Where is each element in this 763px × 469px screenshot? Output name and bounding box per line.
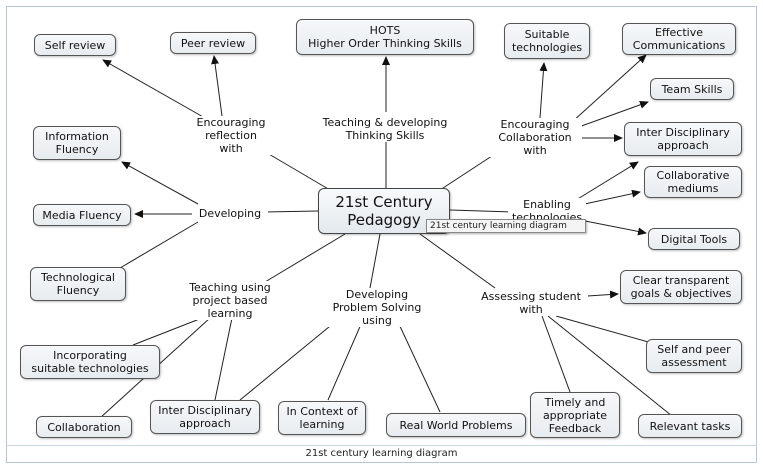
node-collab-mediums: Collaborative mediums (644, 166, 742, 198)
label-collaboration: Encouraging Collaboration with (488, 118, 582, 157)
node-info-fluency: Information Fluency (33, 126, 121, 160)
node-in-context: In Context of learning (278, 401, 366, 435)
node-digital-tools: Digital Tools (648, 228, 740, 250)
node-clear-goals: Clear transparent goals & objectives (620, 270, 742, 304)
figure-caption: 21st century learning diagram (6, 445, 757, 463)
node-tech-fluency: Technological Fluency (30, 267, 126, 301)
node-relevant-tasks: Relevant tasks (638, 414, 742, 438)
node-inter-disciplinary-2: Inter Disciplinary approach (150, 400, 260, 434)
label-reflection: Encouraging reflection with (186, 116, 276, 155)
label-thinking: Teaching & developing Thinking Skills (316, 116, 454, 142)
node-self-peer: Self and peer assessment (646, 339, 742, 373)
node-suitable-tech: Suitable technologies (504, 23, 590, 59)
node-real-world: Real World Problems (386, 413, 526, 437)
label-project: Teaching using project based learning (184, 281, 276, 320)
label-problem: Developing Problem Solving using (326, 288, 428, 327)
node-peer-review: Peer review (170, 32, 256, 54)
node-effective-comm: Effective Communications (622, 23, 736, 55)
node-media-fluency: Media Fluency (33, 204, 131, 226)
label-assessing: Assessing student with (474, 290, 588, 316)
node-team-skills: Team Skills (650, 78, 734, 100)
node-self-review: Self review (34, 34, 116, 56)
node-collaboration: Collaboration (36, 416, 132, 438)
node-timely-feedback: Timely and appropriate Feedback (530, 392, 620, 438)
node-inter-disciplinary-1: Inter Disciplinary approach (624, 122, 742, 156)
diagram-frame (6, 6, 757, 463)
node-hots: HOTS Higher Order Thinking Skills (296, 19, 474, 55)
label-developing: Developing (192, 207, 268, 220)
node-incorporating: Incorporating suitable technologies (20, 345, 160, 379)
tooltip: 21st century learning diagram (426, 219, 586, 233)
